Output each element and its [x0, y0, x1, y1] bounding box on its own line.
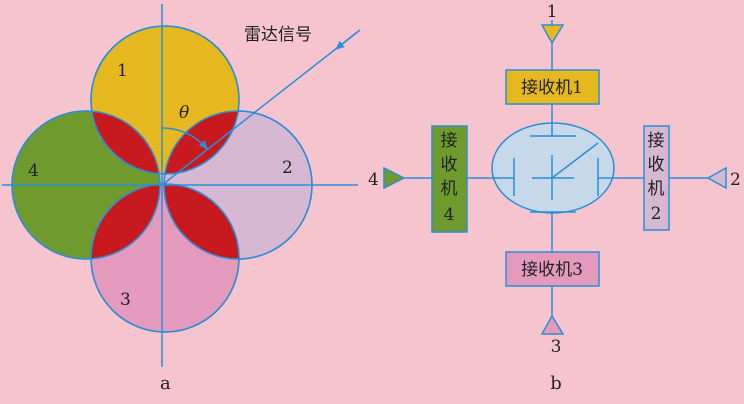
receiver-4-char-1: 接 — [441, 131, 458, 151]
theta-arc — [161, 127, 208, 150]
switch-circle — [491, 122, 615, 214]
receiver-2-char-3: 机 — [648, 179, 665, 199]
receiver-2-char-2: 收 — [648, 155, 665, 175]
receiver-2-char-1: 接 — [648, 131, 665, 151]
panel-b-label: b — [550, 373, 562, 394]
antenna-1-icon — [540, 24, 565, 45]
receiver-2-char-4: 2 — [651, 204, 662, 224]
antenna-2-icon — [706, 166, 727, 190]
overlap-1-4 — [91, 111, 160, 174]
switch-contacts — [492, 124, 614, 213]
theta-label: θ — [179, 103, 189, 123]
receiver-1-box — [505, 69, 600, 105]
receiver-4-box — [431, 125, 468, 233]
antenna-3-label: 3 — [551, 337, 562, 357]
antenna-3-icon — [540, 314, 565, 335]
panel-b: 接收机1 接收机3 接 收 机 4 接 收 机 2 1 3 4 2 b — [368, 2, 741, 394]
signal-ray — [161, 29, 361, 186]
receiver-3-label: 接收机3 — [521, 260, 583, 280]
overlap-3-4 — [91, 184, 160, 259]
signal-arrow — [335, 32, 357, 50]
lobe-3-label: 3 — [120, 290, 131, 310]
antenna-4-label: 4 — [368, 170, 379, 190]
antenna-2-label: 2 — [730, 170, 741, 190]
lobe-2-label: 2 — [282, 158, 293, 178]
receiver-1-label: 接收机1 — [521, 78, 583, 98]
receiver-3-box — [505, 251, 600, 287]
panel-a: 1 2 3 4 θ 雷达信号 a — [2, 4, 361, 394]
receiver-4-char-2: 收 — [441, 155, 458, 175]
panel-a-label: a — [160, 373, 171, 394]
receiver-2-box — [643, 125, 670, 231]
lobe-1-label: 1 — [117, 61, 128, 81]
signal-label: 雷达信号 — [244, 25, 312, 45]
antenna-1-label: 1 — [547, 2, 558, 22]
lobe-4-label: 4 — [28, 161, 39, 181]
antenna-4-icon — [383, 166, 406, 190]
receiver-4-char-4: 4 — [444, 205, 455, 225]
receiver-4-char-3: 机 — [441, 179, 458, 199]
